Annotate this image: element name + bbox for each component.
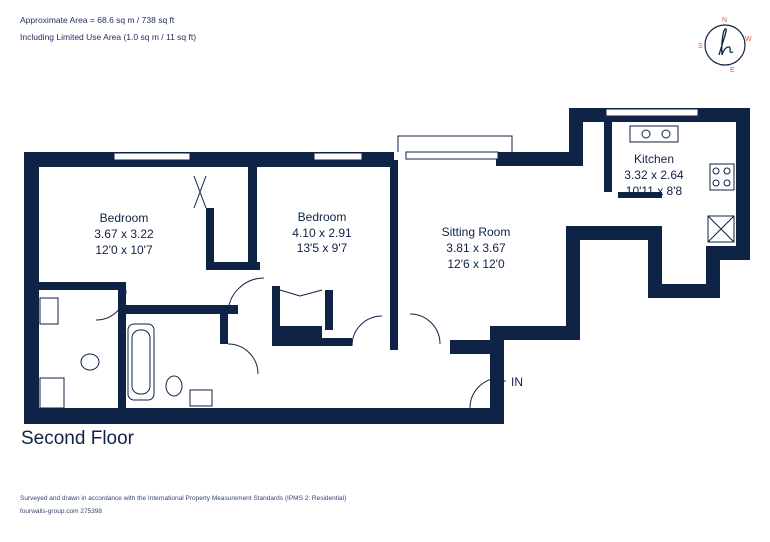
ensuite-toilet-icon <box>80 353 100 371</box>
svg-text:10'11 x 8'8: 10'11 x 8'8 <box>626 184 683 198</box>
svg-text:Bedroom: Bedroom <box>100 211 149 225</box>
compass-north: N <box>722 17 727 24</box>
entrance-marker <box>490 373 506 389</box>
compass-east: E <box>730 67 735 74</box>
bath-icon <box>127 323 155 401</box>
room-bedroom-2: Bedroom 4.10 x 2.91 13'5 x 9'7 <box>292 210 352 255</box>
bedroom-door <box>227 277 265 315</box>
entrance-label: IN <box>511 375 523 389</box>
kitchen-fittings <box>629 125 735 243</box>
floor-label: Second Floor <box>21 428 135 449</box>
svg-text:3.32 x 2.64: 3.32 x 2.64 <box>624 168 684 182</box>
bathroom-fittings <box>39 297 213 409</box>
svg-text:12'6 x 12'0: 12'6 x 12'0 <box>447 257 505 271</box>
svg-text:4.10 x 2.91: 4.10 x 2.91 <box>292 226 352 240</box>
entrance-door <box>469 377 501 409</box>
compass-logo: N E S W <box>698 17 752 74</box>
svg-text:Bedroom: Bedroom <box>298 210 347 224</box>
exterior-walls <box>24 108 750 424</box>
room-bedroom-1: Bedroom 3.67 x 3.22 12'0 x 10'7 <box>94 211 154 257</box>
svg-text:3.67 x 3.22: 3.67 x 3.22 <box>94 227 154 241</box>
svg-text:3.81 x 3.67: 3.81 x 3.67 <box>446 241 506 255</box>
limited-use-area-text: Including Limited Use Area (1.0 sq m / 1… <box>20 32 197 42</box>
basin-icon <box>189 389 213 407</box>
compass-south: S <box>698 43 703 50</box>
svg-text:12'0 x 10'7: 12'0 x 10'7 <box>95 243 153 257</box>
door-swings <box>95 175 501 409</box>
wardrobe-doors <box>193 175 207 209</box>
hob-icon <box>709 163 735 191</box>
reference-text: fourwalls-group.com 275398 <box>20 508 103 515</box>
compass-west: W <box>745 36 752 43</box>
windows <box>113 108 699 161</box>
svg-text:13'5 x 9'7: 13'5 x 9'7 <box>297 241 348 255</box>
room-kitchen: Kitchen 3.32 x 2.64 10'11 x 8'8 <box>624 152 684 198</box>
interior-walls <box>36 120 662 412</box>
boiler-cupboard <box>707 215 735 243</box>
brand-mark-icon <box>718 28 734 56</box>
svg-text:Kitchen: Kitchen <box>634 152 674 166</box>
ensuite-basin-icon <box>39 297 59 325</box>
toilet-icon <box>165 375 183 397</box>
svg-text:Sitting Room: Sitting Room <box>442 225 511 239</box>
shower-tray-icon <box>39 377 65 409</box>
survey-standards-text: Surveyed and drawn in accordance with th… <box>20 495 347 502</box>
room-sitting-room: Sitting Room 3.81 x 3.67 12'6 x 12'0 <box>442 225 511 271</box>
sink-unit <box>629 125 679 143</box>
balcony-outline <box>397 135 513 152</box>
approximate-area-text: Approximate Area = 68.6 sq m / 738 sq ft <box>20 15 175 25</box>
